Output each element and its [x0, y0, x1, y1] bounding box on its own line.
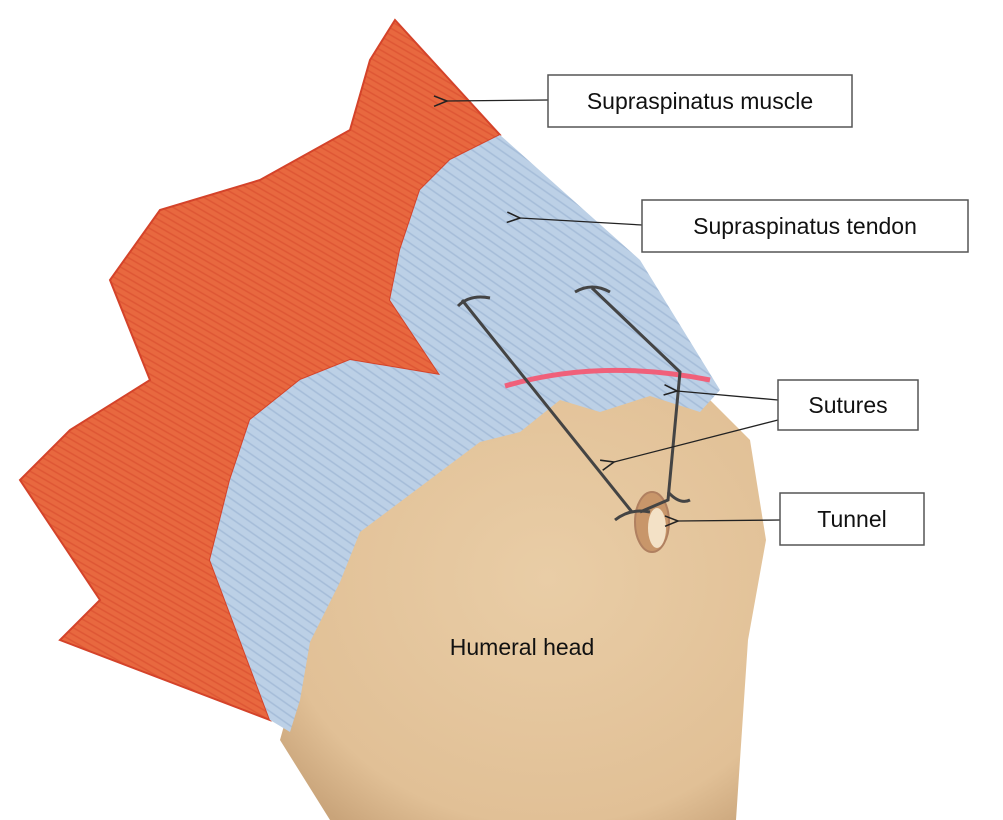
- supraspinatus-tendon-shape: [210, 135, 720, 732]
- label-tunnel: Tunnel: [678, 492, 925, 546]
- svg-text:Supraspinatus tendon: Supraspinatus tendon: [693, 213, 917, 239]
- label-humeral-head: Humeral head: [450, 634, 594, 660]
- svg-text:Tunnel: Tunnel: [817, 506, 886, 532]
- tunnel-opening: [648, 508, 666, 548]
- svg-text:Sutures: Sutures: [808, 392, 887, 418]
- label-supraspinatus-muscle: Supraspinatus muscle: [447, 74, 853, 128]
- label-supraspinatus-tendon: Supraspinatus tendon: [520, 199, 969, 253]
- sutures-graphic: [456, 285, 691, 522]
- label-sutures: Sutures: [614, 379, 919, 462]
- svg-text:Supraspinatus muscle: Supraspinatus muscle: [587, 88, 813, 114]
- tendon-repair-line: [504, 367, 711, 389]
